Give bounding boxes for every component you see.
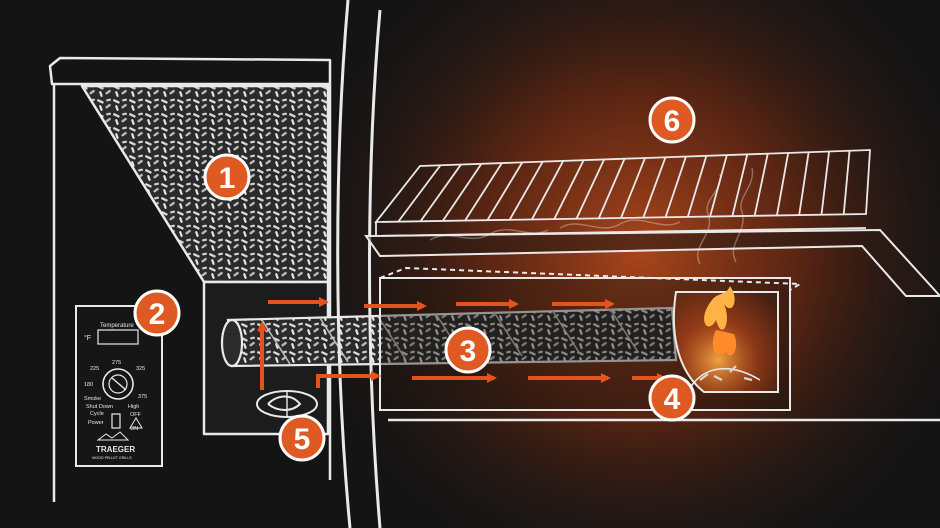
- grate-bar: [798, 152, 810, 216]
- drip-tray: [364, 228, 940, 297]
- brand-name: TRAEGER: [96, 445, 135, 454]
- grate-bar: [597, 158, 626, 219]
- on-label: ON: [130, 426, 138, 432]
- grate-bar: [486, 161, 524, 221]
- flow-arrows: [257, 297, 667, 390]
- grate-bar: [686, 155, 708, 218]
- dial-mark-325: 325: [136, 366, 145, 372]
- grate-bar: [776, 152, 790, 216]
- grate-bar: [442, 163, 483, 222]
- grate-bar: [842, 150, 851, 215]
- badge-1: 1: [203, 153, 251, 201]
- badge-2: 2: [133, 289, 181, 337]
- badge-2-label: 2: [149, 298, 166, 331]
- traeger-logo-icon: [96, 431, 130, 441]
- heat-glow: [340, 0, 940, 528]
- grate-bar: [553, 159, 585, 220]
- warning-icon: [129, 417, 143, 429]
- dial-mark-225: 225: [90, 366, 99, 372]
- badge-3-label: 3: [460, 335, 477, 368]
- grate-bar: [464, 162, 503, 222]
- dial-mark-high: High: [128, 404, 139, 410]
- unit-label: °F: [84, 334, 91, 342]
- grate-bar: [731, 154, 749, 217]
- grate-bar: [753, 153, 769, 217]
- grate-bar: [419, 164, 462, 222]
- brand-tagline: WOOD PELLET GRILLS: [92, 456, 132, 460]
- dial-mark-smoke: Smoke: [84, 396, 101, 402]
- power-switch[interactable]: [111, 413, 121, 429]
- dial-mark-180: 180: [84, 382, 93, 388]
- grate-bar: [575, 159, 605, 220]
- smoke: [429, 167, 754, 265]
- badge-3: 3: [444, 326, 492, 374]
- temperature-label: Temperature: [100, 323, 134, 329]
- grill-grate: [374, 149, 871, 237]
- grate-bar: [620, 157, 646, 219]
- off-label: OFF: [130, 412, 142, 418]
- badge-5-label: 5: [294, 423, 311, 456]
- fire-pot: [379, 266, 804, 411]
- temperature-dial[interactable]: [102, 368, 134, 400]
- badge-6-label: 6: [664, 105, 681, 138]
- cycle-label: Cycle: [90, 411, 104, 417]
- badge-5: 5: [278, 414, 326, 462]
- grate-bar: [397, 164, 442, 223]
- dial-mark-375: 375: [138, 394, 147, 400]
- grate-bar: [531, 160, 564, 220]
- badge-1-label: 1: [219, 162, 236, 195]
- badge-6: 6: [648, 96, 696, 144]
- power-label: Power: [88, 420, 104, 426]
- grate-bar: [820, 151, 830, 215]
- dial-mark-275: 275: [112, 360, 121, 366]
- shutdown-label: Shut Down: [86, 404, 113, 410]
- grate-bar: [508, 161, 544, 221]
- induction-fan: [256, 390, 318, 418]
- badge-4: 4: [648, 374, 696, 422]
- grate-bar: [664, 156, 687, 218]
- grate-bar: [642, 156, 667, 218]
- temperature-display: [97, 329, 139, 345]
- grate-bar: [709, 154, 728, 217]
- badge-4-label: 4: [664, 383, 681, 416]
